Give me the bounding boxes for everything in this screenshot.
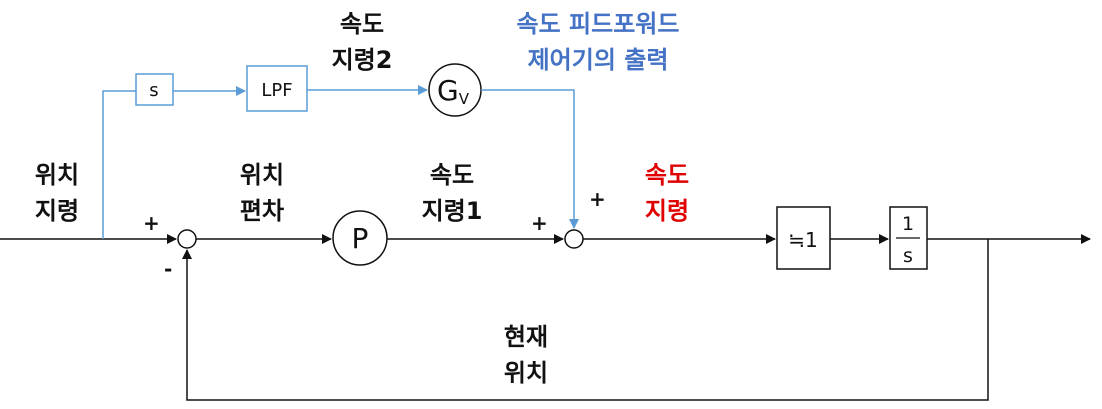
s-block bbox=[135, 73, 174, 106]
s-block-label: s bbox=[149, 80, 158, 101]
pos-cmd-label-2: 지령 bbox=[35, 197, 79, 225]
vel-cmd-label-2: 지령 bbox=[645, 197, 689, 225]
gv-block-label: GV bbox=[437, 74, 470, 108]
vel-cmd2-label-1: 속도 bbox=[340, 10, 384, 38]
integrator-denominator: s bbox=[903, 245, 913, 267]
pos-err-label-2: 편차 bbox=[240, 197, 284, 225]
ff-output-line bbox=[481, 89, 579, 229]
sum2-plus-left-sign: + bbox=[531, 211, 548, 235]
vel-cmd-label-1: 속도 bbox=[645, 161, 689, 189]
ff-tap-line bbox=[102, 90, 136, 239]
lpf-block bbox=[246, 65, 308, 112]
sum1-minus-sign: - bbox=[164, 257, 172, 281]
p-controller-block bbox=[332, 210, 388, 266]
pos-cmd-label-1: 위치 bbox=[35, 161, 79, 189]
p-controller-label: P bbox=[352, 222, 369, 255]
vel-cmd1-label-2: 지령1 bbox=[422, 197, 483, 225]
cur-pos-label-1: 현재 bbox=[504, 323, 548, 351]
sum1-plus-sign: + bbox=[143, 211, 160, 235]
cur-pos-label-2: 위치 bbox=[504, 359, 548, 387]
approx-one-block bbox=[776, 206, 831, 270]
vel-cmd2-label-2: 지령2 bbox=[332, 46, 393, 74]
approx-one-label: ≒1 bbox=[788, 228, 818, 252]
ff-output-label-2: 제어기의 출력 bbox=[528, 46, 669, 74]
vel-cmd1-label-1: 속도 bbox=[430, 161, 474, 189]
pos-err-label-1: 위치 bbox=[240, 161, 284, 189]
sum2-plus-top-sign: + bbox=[589, 187, 606, 211]
ff-output-label-1: 속도 피드포워드 bbox=[517, 10, 680, 38]
feedback-line bbox=[182, 239, 989, 401]
lpf-block-label: LPF bbox=[261, 80, 292, 101]
summing-junction-2 bbox=[564, 229, 584, 249]
summing-junction-1 bbox=[177, 229, 197, 249]
integrator-numerator: 1 bbox=[902, 213, 914, 235]
